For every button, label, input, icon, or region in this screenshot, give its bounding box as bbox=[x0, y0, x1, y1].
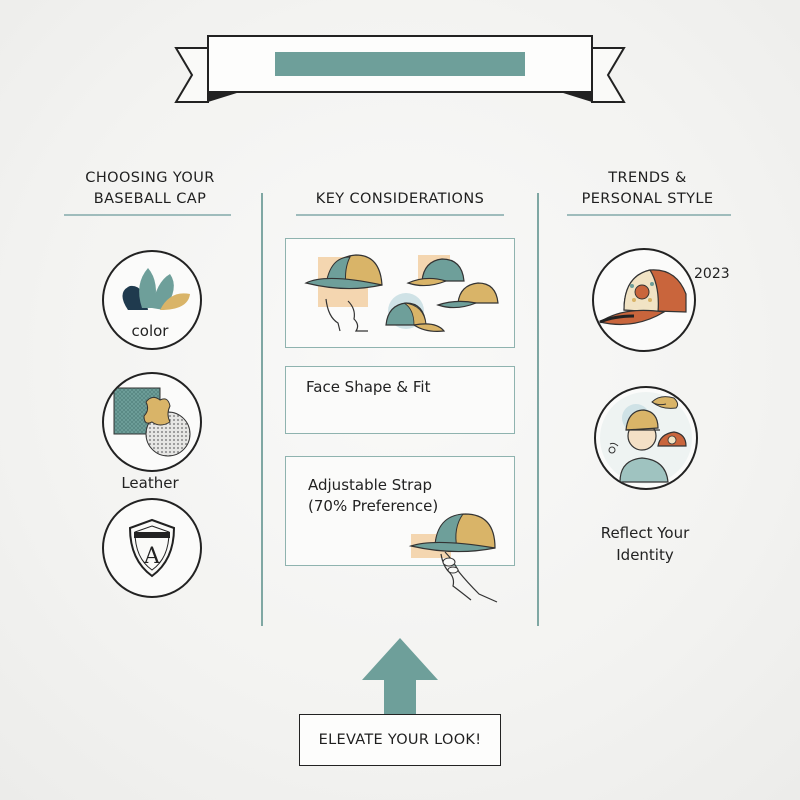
left-title-line2: BASEBALL CAP bbox=[93, 191, 207, 207]
left-title-line1: CHOOSING YOUR bbox=[85, 170, 215, 186]
up-arrow-icon bbox=[362, 638, 438, 714]
identity-label: Reflect Your Identity bbox=[580, 522, 710, 566]
trend-year: 2023 bbox=[694, 266, 730, 282]
ribbon-banner bbox=[174, 35, 626, 103]
center-column-title: KEY CONSIDERATIONS bbox=[315, 191, 485, 207]
shield-logo-icon: A bbox=[102, 498, 202, 598]
strap-label-line1: Adjustable Strap bbox=[308, 476, 433, 494]
leather-label: Leather bbox=[121, 474, 179, 492]
color-label: color bbox=[131, 322, 169, 340]
center-title-underline bbox=[296, 214, 504, 216]
elevate-your-look-button[interactable]: ELEVATE YOUR LOOK! bbox=[299, 714, 501, 766]
identity-line1: Reflect Your bbox=[600, 524, 690, 542]
face-shape-box: Face Shape & Fit bbox=[285, 366, 515, 434]
svg-text:A: A bbox=[143, 544, 161, 569]
right-title-underline bbox=[567, 214, 731, 216]
right-title-line2: PERSONAL STYLE bbox=[581, 191, 714, 207]
right-divider bbox=[537, 193, 539, 626]
trucker-cap-icon bbox=[592, 248, 696, 352]
right-column-title: TRENDS & PERSONAL STYLE bbox=[565, 168, 730, 210]
right-title-line1: TRENDS & bbox=[608, 170, 687, 186]
banner-title-bar bbox=[275, 52, 525, 76]
color-petals-icon bbox=[102, 250, 202, 350]
identity-line2: Identity bbox=[616, 546, 674, 564]
strap-label: Adjustable Strap (70% Preference) bbox=[308, 475, 438, 517]
left-divider bbox=[261, 193, 263, 626]
cap-styles-box bbox=[285, 238, 515, 348]
face-shape-label: Face Shape & Fit bbox=[306, 378, 431, 396]
left-column-title: CHOOSING YOUR BASEBALL CAP bbox=[60, 168, 240, 210]
cap-strap-hand-icon bbox=[408, 513, 498, 603]
person-with-caps-icon bbox=[594, 386, 698, 490]
leather-material-icon bbox=[102, 372, 202, 472]
strap-label-line2: (70% Preference) bbox=[308, 497, 439, 515]
cap-styles-illustration bbox=[304, 254, 499, 332]
left-title-underline bbox=[64, 214, 231, 216]
